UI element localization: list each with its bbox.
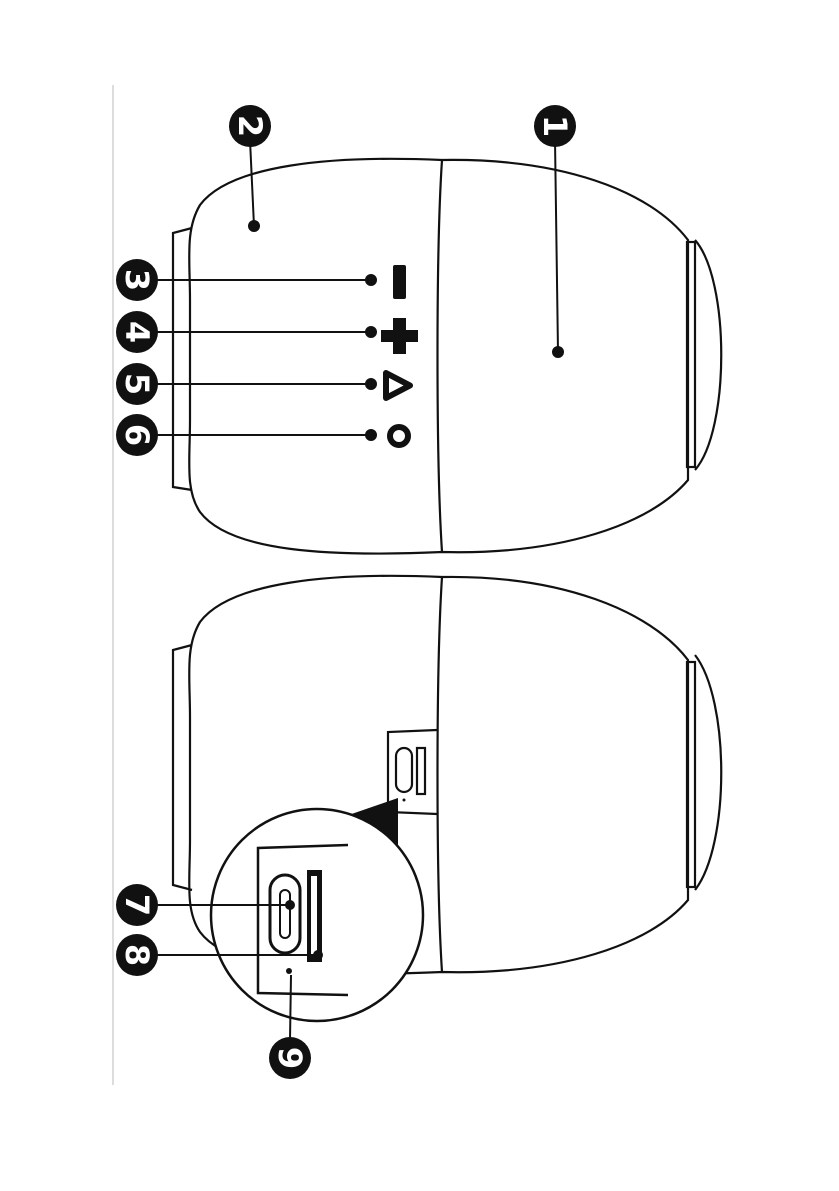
minus-icon [393,265,406,299]
plus-icon [381,318,418,354]
indicator-light-icon [286,968,292,974]
callout-label-9: 9 [271,1047,309,1069]
callout-label-3: 3 [118,269,156,291]
callout-label-8: 8 [118,944,156,966]
callout-badge-7: 7 [116,884,158,926]
callout-badge-2: 2 [229,105,271,147]
callout-badge-8: 8 [116,934,158,976]
foot-cap-2 [695,655,721,890]
callout-label-2: 2 [231,115,269,137]
callout-badge-1: 1 [534,105,576,147]
foot-cap [695,240,721,470]
usb-c-small [396,748,412,792]
callout-label-4: 4 [118,321,156,343]
leader-lines-top [155,140,563,440]
callout-badge-5: 5 [116,363,158,405]
indicator-light-small [403,799,406,802]
callout-label-7: 7 [118,894,156,916]
callout-badge-3: 3 [116,259,158,301]
callout-label-6: 6 [118,424,156,446]
callout-badge-9: 9 [269,1037,311,1079]
callout-badge-4: 4 [116,311,158,353]
button-icons [381,265,418,445]
speaker-front-view [173,159,721,554]
play-triangle-icon [386,373,410,398]
seam-line-2 [438,577,443,972]
tf-slot-small [417,748,425,794]
callout-label-1: 1 [536,115,574,137]
power-circle-icon [390,427,408,445]
callout-label-5: 5 [118,373,156,395]
callout-badge-6: 6 [116,414,158,456]
seam-line [438,160,443,552]
